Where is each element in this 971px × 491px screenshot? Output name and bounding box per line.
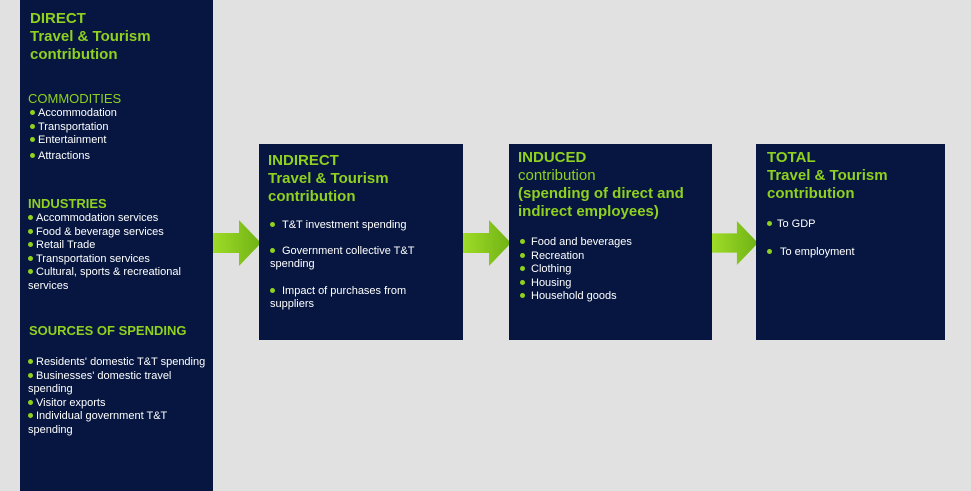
list-item: Attractions [30, 150, 213, 164]
list-item: Transportation [30, 121, 213, 135]
list-item: Food and beverages [520, 236, 712, 250]
bullet-icon [520, 252, 525, 258]
bullet-icon [28, 228, 33, 234]
list-item: Food & beverage services [28, 226, 213, 240]
indirect-list: T&T investment spending Government colle… [268, 219, 448, 312]
bullet-icon [28, 215, 33, 220]
bullet-icon [28, 372, 33, 378]
bullet-icon [28, 242, 33, 247]
total-list: To GDP To employment [767, 218, 945, 259]
bullet-icon [520, 239, 525, 244]
industries-list: Accommodation services Food & beverage s… [28, 212, 213, 293]
list-item: Recreation [520, 250, 712, 264]
list-item: T&T investment spending [268, 219, 448, 233]
direct-title: DIRECT Travel & Tourism contribution [30, 10, 151, 63]
list-item: Entertainment [30, 134, 213, 148]
bullet-icon [28, 413, 33, 418]
list-item: To employment [767, 246, 945, 260]
bullet-icon [28, 255, 33, 261]
commodities-list: Accommodation Transportation Entertainme… [30, 107, 213, 163]
induced-title: INDUCED contribution (spending of direct… [518, 149, 684, 220]
list-item: Visitor exports [28, 397, 206, 411]
list-item: To GDP [767, 218, 945, 232]
bullet-icon [30, 110, 35, 115]
list-item: Clothing [520, 263, 712, 277]
bullet-icon [520, 279, 525, 285]
bullet-icon [520, 293, 525, 298]
bullet-icon [28, 269, 33, 274]
list-item: Impact of purchases from suppliers [270, 284, 407, 310]
list-item: Businesses' domestic travel spending [28, 369, 172, 395]
bullet-icon [767, 248, 772, 254]
indirect-contribution-box: INDIRECT Travel & Tourism contribution T… [259, 144, 463, 340]
total-contribution-box: TOTAL Travel & Tourism contribution To G… [756, 144, 945, 340]
bullet-icon [270, 247, 275, 253]
sources-list: Residents' domestic T&T spending Busines… [28, 356, 206, 437]
list-item: Accommodation [30, 107, 213, 121]
arrow-right-icon [213, 220, 261, 266]
list-item: Housing [520, 277, 712, 291]
list-item: Individual government T&T spending [28, 410, 168, 436]
bullet-icon [30, 137, 35, 142]
list-item: Accommodation services [28, 212, 213, 226]
sources-of-spending-heading: SOURCES OF SPENDING [29, 323, 187, 338]
list-item: Cultural, sports & recreational services [28, 266, 181, 292]
list-item: Retail Trade [28, 239, 213, 253]
bullet-icon [767, 221, 772, 226]
industries-heading: INDUSTRIES [28, 196, 107, 211]
total-title: TOTAL Travel & Tourism contribution [767, 149, 888, 202]
bullet-icon [28, 399, 33, 405]
arrow-right-icon [712, 220, 758, 266]
list-item: Government collective T&T spending [270, 244, 415, 270]
bullet-icon [270, 222, 275, 227]
induced-contribution-box: INDUCED contribution (spending of direct… [509, 144, 712, 340]
bullet-icon [520, 266, 525, 271]
list-item: Residents' domestic T&T spending [28, 356, 206, 370]
bullet-icon [270, 287, 275, 293]
bullet-icon [28, 359, 33, 364]
list-item: Transportation services [28, 253, 213, 267]
induced-list: Food and beverages Recreation Clothing H… [518, 236, 712, 304]
bullet-icon [30, 152, 35, 158]
indirect-title: INDIRECT Travel & Tourism contribution [268, 152, 389, 205]
list-item: Household goods [520, 290, 712, 304]
arrow-right-icon [463, 220, 511, 266]
direct-contribution-box: DIRECT Travel & Tourism contribution COM… [20, 0, 213, 491]
commodities-heading: COMMODITIES [28, 91, 122, 106]
bullet-icon [30, 123, 35, 129]
